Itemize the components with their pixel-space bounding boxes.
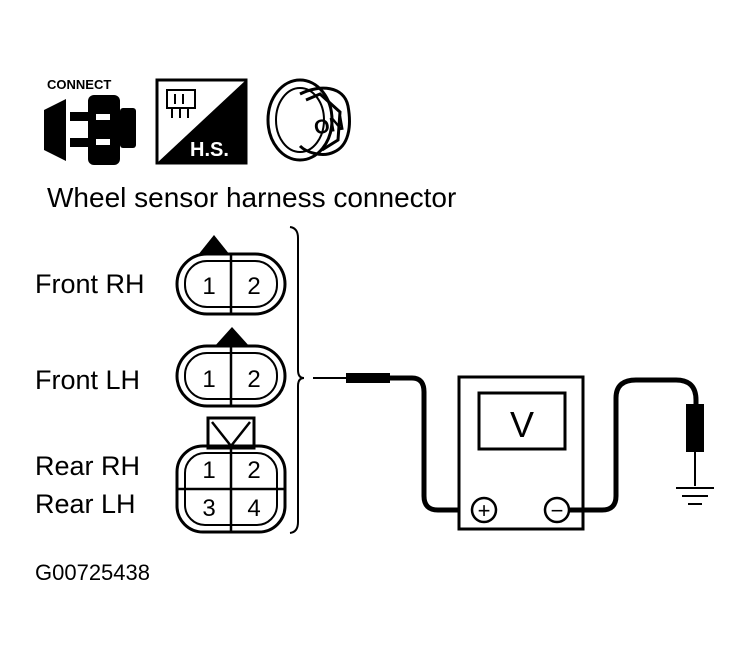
rear-pin-3: 3: [202, 495, 215, 522]
rear-pin-2: 2: [247, 457, 260, 484]
positive-lead-wire: [390, 375, 472, 513]
rear-connector: 1 2 3 4: [175, 416, 287, 534]
meter-symbol: V: [510, 404, 534, 445]
rear-lh-label: Rear LH: [35, 489, 136, 519]
voltmeter-icon: V + −: [457, 375, 585, 531]
front-lh-label: Front LH: [35, 365, 140, 395]
on-label: ON: [312, 113, 345, 140]
diagram-title: Wheel sensor harness connector: [47, 182, 456, 213]
front-rh-pin-1: 1: [202, 273, 215, 300]
negative-lead-wire: [569, 377, 699, 513]
minus-sign: −: [551, 498, 564, 523]
rear-rh-label: Rear RH: [35, 451, 140, 481]
figure-id: G00725438: [35, 560, 150, 585]
negative-lead: [569, 377, 704, 513]
front-lh-pin-1: 1: [202, 366, 215, 393]
plus-sign: +: [478, 498, 491, 523]
hs-label: H.S.: [190, 139, 229, 161]
ignition-icon-group: ON: [266, 78, 351, 162]
front-lh-pin-2: 2: [247, 366, 260, 393]
plus-terminal: [470, 496, 498, 524]
ignition-key-on-icon: [266, 78, 351, 162]
connect-label: CONNECT: [47, 77, 111, 92]
connector-bracket: [289, 226, 305, 534]
positive-probe: [313, 373, 472, 513]
rear-pin-1: 1: [202, 457, 215, 484]
negative-probe: [686, 404, 704, 452]
front-rh-connector: 1 2: [175, 235, 287, 316]
front-rh-label: Front RH: [35, 269, 145, 299]
meter-display: [477, 391, 567, 451]
connector-disconnect-icon: [44, 95, 136, 165]
hs-icon-group: H.S.: [155, 78, 248, 165]
ground-symbol-icon: [676, 487, 714, 505]
rear-pin-4: 4: [247, 495, 260, 522]
front-lh-connector: 1 2: [175, 327, 287, 408]
front-rh-pin-2: 2: [247, 273, 260, 300]
connect-icon-group: CONNECT: [44, 77, 136, 165]
